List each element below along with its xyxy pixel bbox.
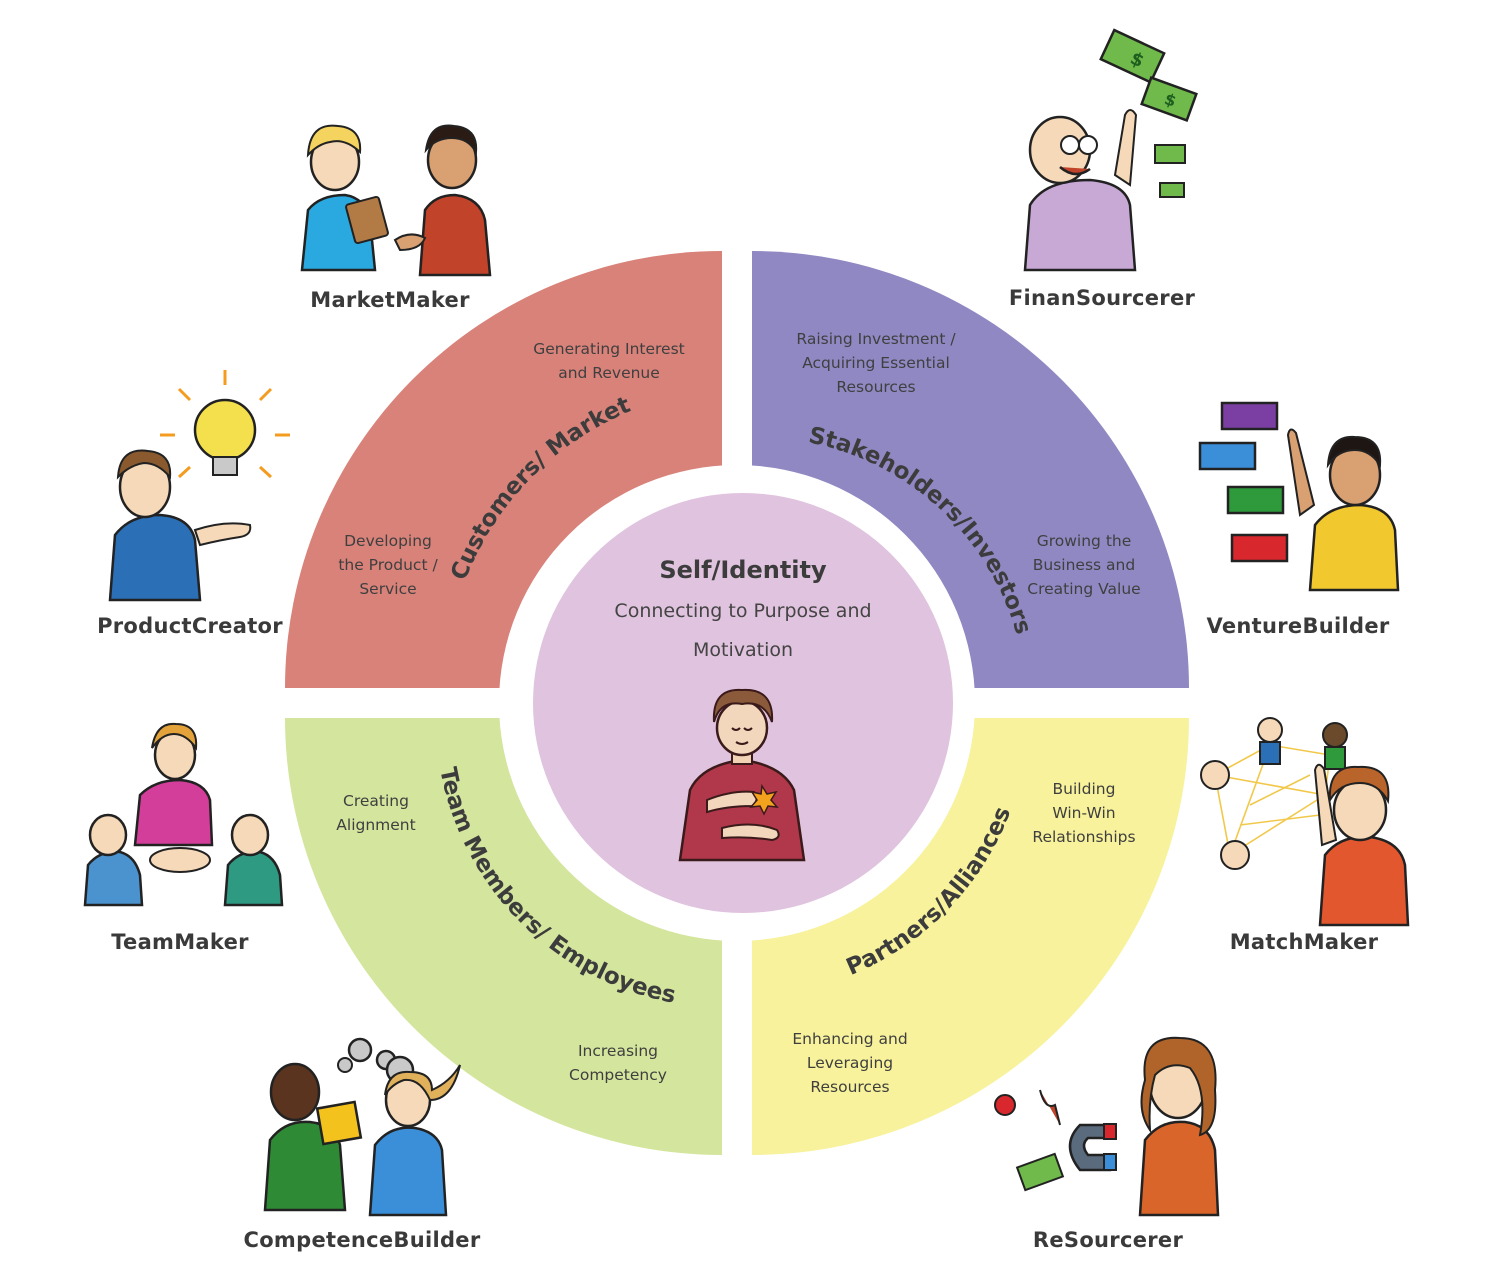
money-investor-icon: $ $ (1023, 28, 1198, 272)
svg-text:Relationships: Relationships (1032, 828, 1135, 846)
role-label-teammaker: TeamMaker (111, 930, 249, 954)
center-subtitle-line1: Connecting to Purpose and (614, 600, 871, 622)
svg-text:Developing: Developing (344, 532, 432, 550)
svg-text:Competency: Competency (569, 1066, 667, 1084)
svg-text:Generating Interest: Generating Interest (533, 340, 684, 358)
svg-text:Building: Building (1053, 780, 1116, 798)
desc-customers-b: Developing the Product / Service (338, 532, 438, 598)
svg-text:Raising Investment /: Raising Investment / (796, 330, 956, 348)
desc-customers-a: Generating Interest and Revenue (533, 340, 684, 382)
svg-text:the Product /: the Product / (338, 556, 438, 574)
role-label-productcreator: ProductCreator (97, 614, 283, 638)
svg-text:Business and: Business and (1033, 556, 1135, 574)
svg-text:Leveraging: Leveraging (807, 1054, 893, 1072)
svg-text:Service: Service (359, 580, 416, 598)
self-figure-icon (678, 688, 806, 862)
svg-text:and Revenue: and Revenue (558, 364, 660, 382)
svg-text:Resources: Resources (810, 1078, 889, 1096)
svg-text:Acquiring Essential: Acquiring Essential (802, 354, 950, 372)
team-handshake-icon (83, 722, 284, 907)
svg-text:Win-Win: Win-Win (1052, 804, 1115, 822)
center-title: Self/Identity (659, 556, 827, 584)
desc-partners-b: Enhancing and Leveraging Resources (792, 1030, 907, 1096)
role-label-matchmaker: MatchMaker (1229, 930, 1379, 954)
role-label-competencebuilder: CompetenceBuilder (243, 1228, 481, 1252)
magnet-attract-icon (994, 1036, 1220, 1217)
desc-stakeholders-a: Raising Investment / Acquiring Essential… (796, 330, 956, 396)
svg-text:Alignment: Alignment (336, 816, 415, 834)
people-talking-icon (300, 124, 492, 277)
desc-stakeholders-b: Growing the Business and Creating Value (1027, 532, 1140, 598)
svg-text:Creating Value: Creating Value (1027, 580, 1140, 598)
role-label-venturebuilder: VentureBuilder (1206, 614, 1390, 638)
svg-text:Creating: Creating (343, 792, 409, 810)
role-label-marketmaker: MarketMaker (310, 288, 470, 312)
desc-team-b: Increasing Competency (569, 1042, 667, 1084)
svg-text:Growing the: Growing the (1037, 532, 1132, 550)
gears-teaching-icon (263, 1037, 461, 1217)
role-label-finansourcerer: FinanSourcerer (1008, 286, 1196, 310)
center-subtitle-line2: Motivation (693, 639, 793, 661)
desc-partners-a: Building Win-Win Relationships (1032, 780, 1135, 846)
svg-text:Enhancing and: Enhancing and (792, 1030, 907, 1048)
network-connector-icon (1200, 717, 1410, 927)
desc-team-a: Creating Alignment (336, 792, 415, 834)
svg-text:Resources: Resources (836, 378, 915, 396)
role-label-resourcerer: ReSourcerer (1032, 1228, 1184, 1252)
building-blocks-icon (1198, 401, 1400, 592)
lightbulb-thinker-icon (108, 370, 290, 602)
svg-text:Increasing: Increasing (578, 1042, 658, 1060)
